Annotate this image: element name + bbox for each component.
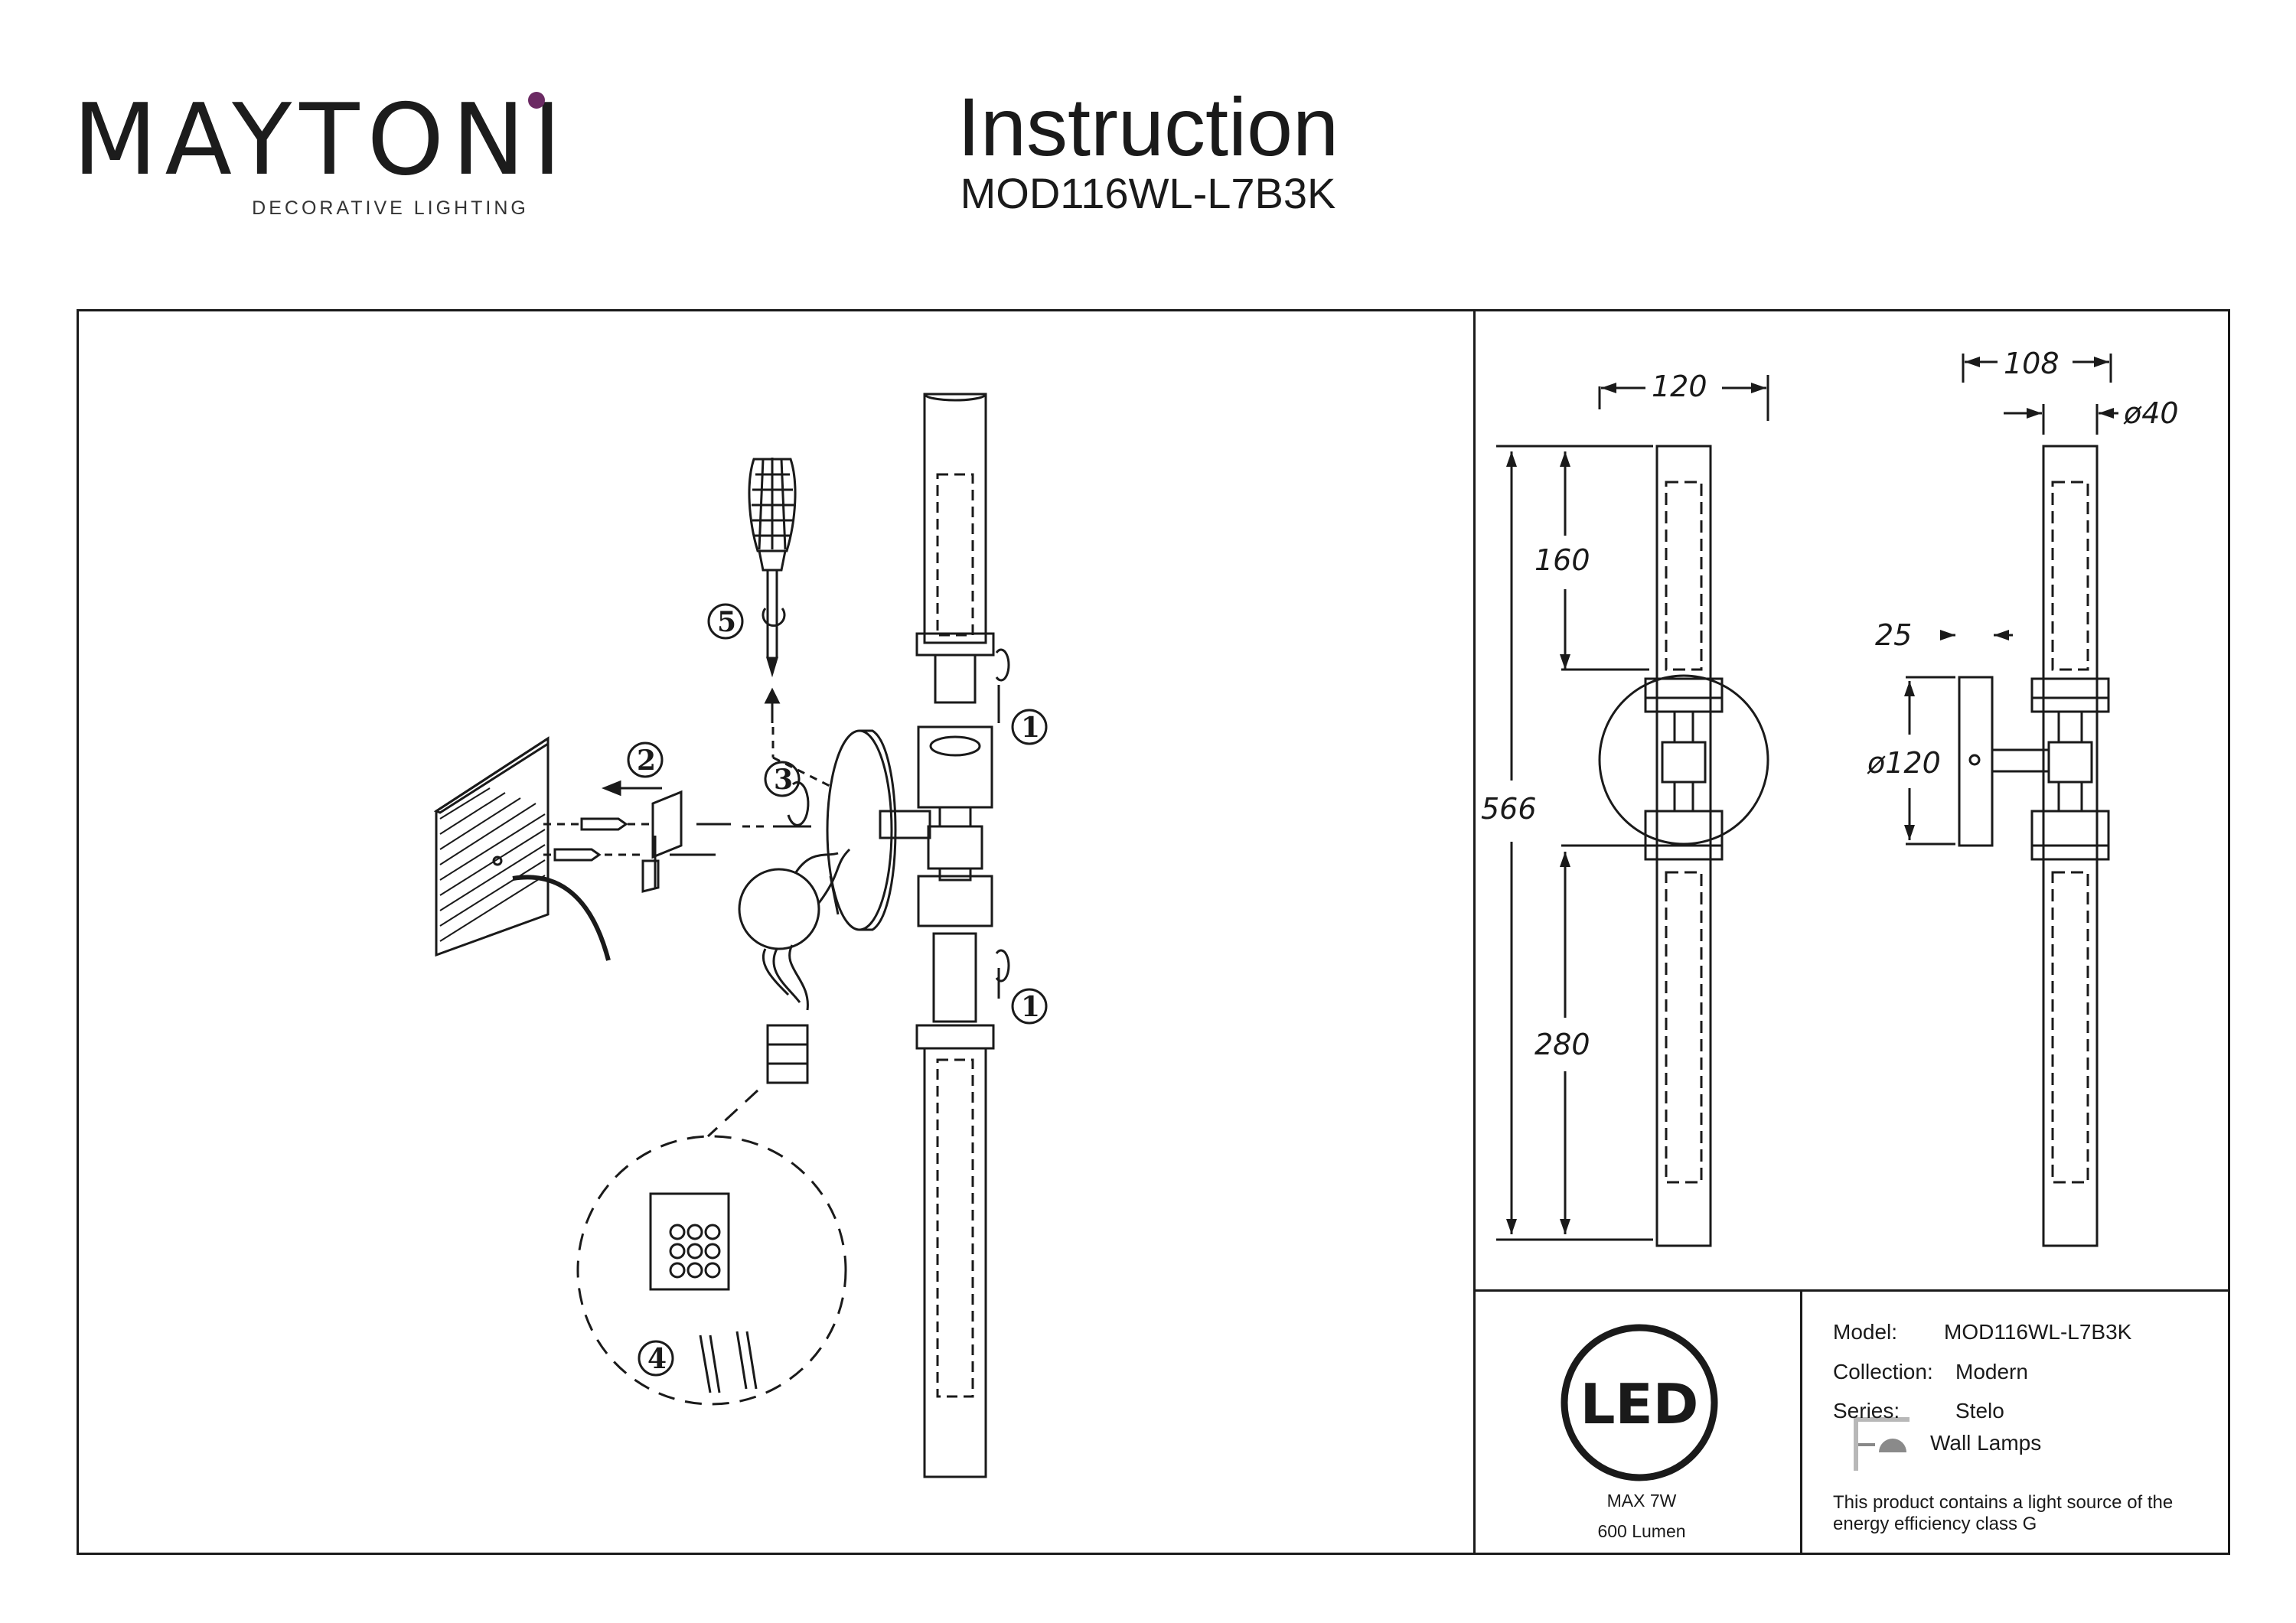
divider-spec [1473, 1289, 2230, 1292]
mounting-screws [543, 790, 769, 893]
step-2: 2 [627, 741, 664, 778]
lamp-assembly [915, 393, 1010, 1478]
wall-block [433, 736, 611, 961]
mounting-plate [826, 729, 931, 931]
dim-top: 160 [1534, 543, 1590, 577]
screwdriver-icon [748, 458, 835, 790]
wires [738, 848, 851, 1084]
terminal-block-icon [649, 1192, 758, 1393]
logo-dot-icon [528, 92, 545, 109]
dim-total: 566 [1481, 792, 1537, 826]
spec-collection-label: Collection: [1833, 1360, 1933, 1383]
dim-diameter-base: ø120 [1867, 746, 1941, 780]
step-4: 4 [638, 1340, 674, 1377]
step-3: 3 [764, 761, 801, 797]
step-3-label: 3 [774, 764, 793, 796]
brand-tagline: DECORATIVE LIGHTING [252, 197, 529, 219]
spec-model-value: MOD116WL-L7B3K [1944, 1320, 2132, 1344]
divider-main [1473, 309, 1476, 1555]
terminal-detail [576, 1089, 847, 1406]
dim-bottom: 280 [1534, 1028, 1590, 1061]
dim-width-side: 108 [2004, 347, 2060, 380]
dim-width-front: 120 [1652, 370, 1707, 403]
page-model: MOD116WL-L7B3K [960, 169, 1336, 217]
step-labels: 5 2 3 1 1 4 [627, 603, 1048, 1377]
dimension-values: 120 108 ø40 160 566 280 25 ø120 [1481, 347, 2179, 1061]
spec-collection-value: Modern [1955, 1360, 2028, 1383]
divider-led [1800, 1289, 1802, 1555]
step-1-bottom-label: 1 [1021, 991, 1040, 1023]
dim-offset: 25 [1875, 618, 1912, 652]
dim-diameter-tube: ø40 [2123, 396, 2179, 430]
step-2-label: 2 [637, 745, 656, 777]
led-badge: LED [1561, 1324, 1718, 1481]
step-1-top: 1 [1011, 709, 1048, 745]
brand-logo: MAYTONI [73, 92, 563, 222]
spec-model-label: Model: [1833, 1320, 1898, 1344]
spec-series-value: Stelo [1955, 1399, 2004, 1423]
dimension-drawing [1496, 354, 2118, 1247]
document-frame [77, 309, 2230, 1555]
led-lumen: 600 Lumen [1597, 1521, 1686, 1541]
page-title: Instruction [957, 80, 1339, 173]
dimension-arrows [1506, 357, 2114, 1234]
wall-lamp-icon [1854, 1417, 1910, 1471]
led-badge-text: LED [1580, 1372, 1699, 1436]
spec-series-label: Series: [1833, 1399, 1900, 1423]
energy-note: This product contains a light source of … [1833, 1492, 2174, 1534]
led-max-power: MAX 7W [1606, 1491, 1677, 1511]
brand-name: MAYTONI [73, 83, 569, 197]
step-5-label: 5 [717, 606, 736, 638]
step-1-bottom: 1 [1011, 988, 1048, 1025]
step-1-top-label: 1 [1021, 712, 1040, 744]
step-5: 5 [707, 603, 744, 640]
step-4-label: 4 [647, 1343, 667, 1375]
spec-type-value: Wall Lamps [1930, 1431, 2042, 1455]
